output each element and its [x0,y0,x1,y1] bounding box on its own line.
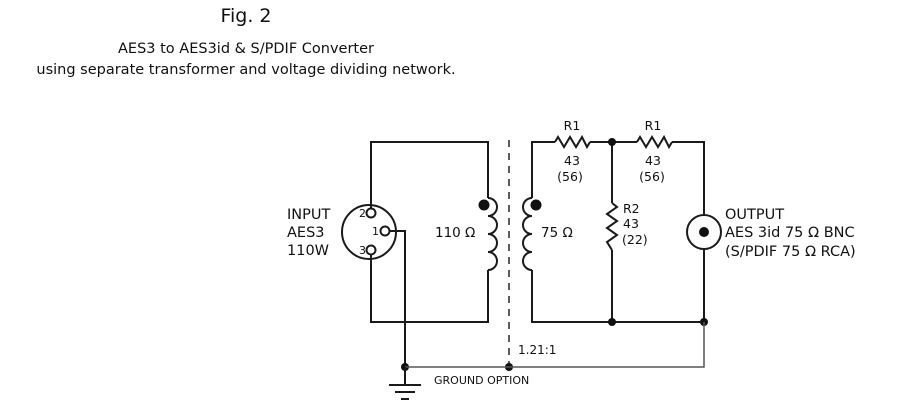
primary-circuit-wires [370,141,489,367]
wire-primary-bottom-to-pin3 [370,255,489,323]
primary-impedance-label: 110 Ω [435,225,475,241]
xlr-pin-1 [379,225,391,237]
r1-left-value: 43 [564,153,580,168]
wire-pin1-to-ground [390,230,406,367]
xlr-pin-3 [365,244,377,256]
secondary-winding-icon [522,197,533,271]
wire-r1-to-output-top [672,141,705,215]
transformer-ratio-label: 1.21:1 [518,343,556,357]
resistor-r1-left-icon [554,134,591,150]
r2-alt-value: (22) [622,232,648,247]
resistor-r1-right-icon [636,134,673,150]
ground-option-label: GROUND OPTION [434,374,529,387]
input-label-line2: AES3 [287,225,325,241]
output-label-line3: (S/PDIF 75 Ω RCA) [725,244,856,260]
r1-left-alt-value: (56) [557,169,583,184]
wire-secondary-bottom [531,249,705,323]
primary-polarity-dot [478,199,490,211]
bnc-center-pin [699,227,709,237]
bnc-body-circle [686,214,722,250]
secondary-circuit-wires [531,141,705,323]
junction-dot-r2-bottom [608,318,616,326]
r1-right-value: 43 [645,153,661,168]
xlr-body-circle [341,204,397,260]
xlr-input-connector: 2 1 3 [341,204,397,260]
output-label-line1: OUTPUT [725,207,784,223]
ground-icon [389,367,421,400]
figure-subtitle-line2: using separate transformer and voltage d… [36,62,456,78]
junction-dot-top [608,138,616,146]
r1-right-alt-value: (56) [639,169,665,184]
resistor-r2-icon [605,202,619,251]
xlr-pin-3-label: 3 [359,244,366,257]
secondary-impedance-label: 75 Ω [541,225,573,241]
output-label-line2: AES 3id 75 Ω BNC [725,225,855,241]
r2-value: 43 [623,216,639,231]
r1-left-name: R1 [564,118,581,133]
r2-name: R2 [623,201,640,216]
bnc-output-connector [686,214,722,250]
wire-pin2-to-primary-top [370,141,489,208]
figure-subtitle-line1: AES3 to AES3id & S/PDIF Converter [118,41,374,57]
r1-right-name: R1 [645,118,662,133]
secondary-polarity-dot [530,199,542,211]
input-label-line1: INPUT [287,207,330,223]
primary-winding-icon [487,197,498,271]
xlr-pin-2-label: 2 [359,207,366,220]
xlr-pin-1-label: 1 [372,225,379,238]
wire-secondary-top [531,141,555,198]
input-label-line3: 110W [287,243,329,259]
figure-title: Fig. 2 [220,5,272,27]
ground-option-wire [405,322,705,368]
xlr-pin-2 [365,207,377,219]
